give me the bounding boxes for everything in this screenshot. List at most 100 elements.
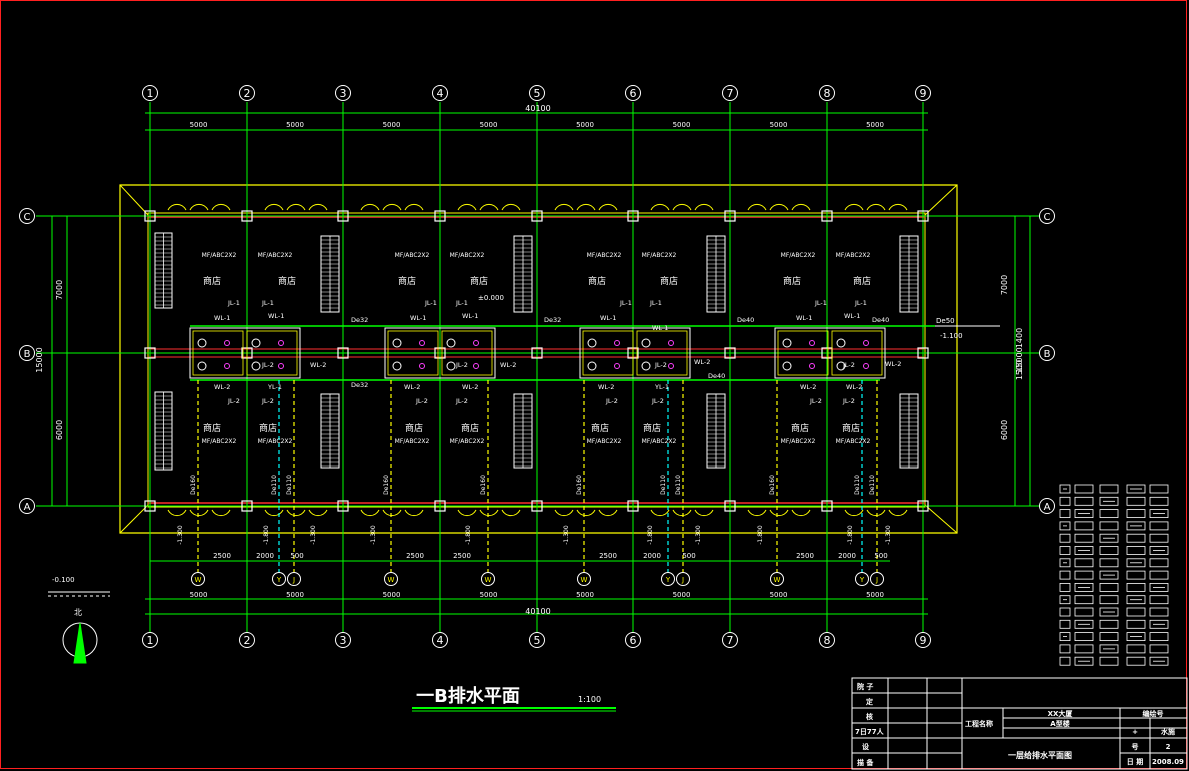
pipe-size: De40: [737, 316, 754, 324]
dim-spacing: 2500: [406, 552, 424, 560]
outlet-bubble: [855, 572, 869, 586]
right-dim-7000: 7000: [1000, 275, 1009, 295]
grid-bubble-B: [1039, 345, 1055, 361]
shop-label: 商店: [259, 422, 277, 434]
legend-cell: [1059, 484, 1071, 494]
right-dim-6000: 6000: [1000, 420, 1009, 440]
dim-bay-bottom: 5000: [286, 591, 304, 599]
structural-column: [241, 500, 253, 512]
grid-bubble-9: [915, 632, 931, 648]
door-swing-top: [211, 203, 231, 211]
outlet-label: W: [485, 576, 492, 584]
shop-label: 商店: [203, 422, 221, 434]
meter-label: MF/ABC2X2: [836, 438, 871, 445]
dim-spacing: 500: [874, 552, 887, 560]
outlet-label: Y: [665, 576, 671, 584]
drop-pipe-size: De110: [286, 475, 293, 495]
shop-label: 商店: [660, 275, 678, 287]
grid-label-4: 4: [437, 634, 444, 647]
legend-cell: [1149, 632, 1169, 641]
grid-label-1: 1: [147, 87, 154, 100]
shop-label: 商店: [588, 275, 606, 287]
door-swing-top: [479, 203, 499, 211]
door-swing-top: [598, 203, 618, 211]
door-swing-top: [554, 203, 574, 211]
legend-cell: [1126, 583, 1146, 592]
legend-cell: [1074, 656, 1094, 666]
legend-cell: [1126, 509, 1146, 519]
structural-column: [337, 500, 349, 512]
legend-cell: [1059, 533, 1071, 543]
grid-label-A: A: [24, 502, 31, 513]
dim-bay-bottom: 5000: [383, 591, 401, 599]
dim-bay-top: 5000: [866, 121, 884, 129]
project-name: XX大厦: [1048, 709, 1074, 718]
elev-minus-1100: -1.100: [940, 332, 963, 340]
grid-bubble-2: [239, 632, 255, 648]
structural-column: [337, 210, 349, 222]
door-swing-top: [382, 203, 402, 211]
dim-bay-bottom: 5000: [480, 591, 498, 599]
dim-bay-top: 5000: [770, 121, 788, 129]
meter-label: MF/ABC2X2: [395, 252, 430, 259]
legend-cell: [1059, 546, 1071, 555]
overall-dimension-top: 40100: [525, 104, 550, 113]
grid-label-5: 5: [534, 634, 541, 647]
meter-label: MF/ABC2X2: [781, 252, 816, 259]
door-swing-bottom: [694, 509, 714, 517]
pipe-size: De40: [708, 372, 725, 380]
meter-label: MF/ABC2X2: [587, 438, 622, 445]
toilet-unit: [384, 327, 496, 379]
grid-label-9: 9: [920, 87, 927, 100]
grid-label-6: 6: [630, 634, 637, 647]
door-swing-bottom: [672, 509, 692, 517]
pipe-tag: JL-1: [619, 299, 632, 307]
elevation-mark: -1.800: [847, 525, 854, 545]
pipe-tag: JL-2: [842, 361, 855, 369]
meter-label: MF/ABC2X2: [202, 438, 237, 445]
pipe-tag: WL-2: [598, 383, 614, 391]
svg-text:北: 北: [74, 608, 82, 617]
door-swing-top: [404, 203, 424, 211]
legend-cell: [1074, 509, 1094, 519]
dim-spacing: 2000: [256, 552, 274, 560]
pipe-tag: JL-1: [455, 299, 468, 307]
outlet-label: J: [875, 576, 878, 584]
door-swing-bottom: [769, 509, 789, 517]
legend-cell: [1074, 533, 1094, 543]
grid-bubble-3: [335, 85, 351, 101]
meter-label: MF/ABC2X2: [642, 252, 677, 259]
dim-spacing: 2500: [453, 552, 471, 560]
outlet-bubble: [676, 572, 690, 586]
structural-column: [724, 210, 736, 222]
svg-text:-0.100: -0.100: [52, 576, 75, 584]
structural-column: [144, 500, 156, 512]
door-swing-top: [360, 203, 380, 211]
outlet-label: W: [774, 576, 781, 584]
drop-pipe-size: De160: [190, 475, 197, 495]
building-outline: [119, 184, 958, 534]
stair: [706, 235, 726, 313]
legend-cell: [1099, 546, 1119, 555]
grid-bubble-7: [722, 85, 738, 101]
dim-bay-top: 5000: [480, 121, 498, 129]
structural-column: [241, 210, 253, 222]
door-swing-top: [866, 203, 886, 211]
structural-column: [627, 210, 639, 222]
legend-cell: [1099, 583, 1119, 592]
door-swing-bottom: [286, 509, 306, 517]
grid-bubble-1: [142, 85, 158, 101]
legend-cell: [1059, 496, 1071, 506]
stair: [320, 393, 340, 469]
legend-cell: [1126, 619, 1146, 629]
svg-text:号: 号: [1132, 742, 1139, 751]
door-swing-bottom: [576, 509, 596, 517]
svg-text:核: 核: [866, 712, 873, 721]
pipe-tag: WL-2: [846, 383, 862, 391]
drop-pipe-size: De110: [854, 475, 861, 495]
shop-label: 商店: [398, 275, 416, 287]
pipe-tag: JL-2: [455, 361, 468, 369]
left-dim-15000: 15000: [35, 347, 44, 372]
legend-cell: [1074, 570, 1094, 580]
pipe-tag: WL-1: [462, 312, 478, 320]
